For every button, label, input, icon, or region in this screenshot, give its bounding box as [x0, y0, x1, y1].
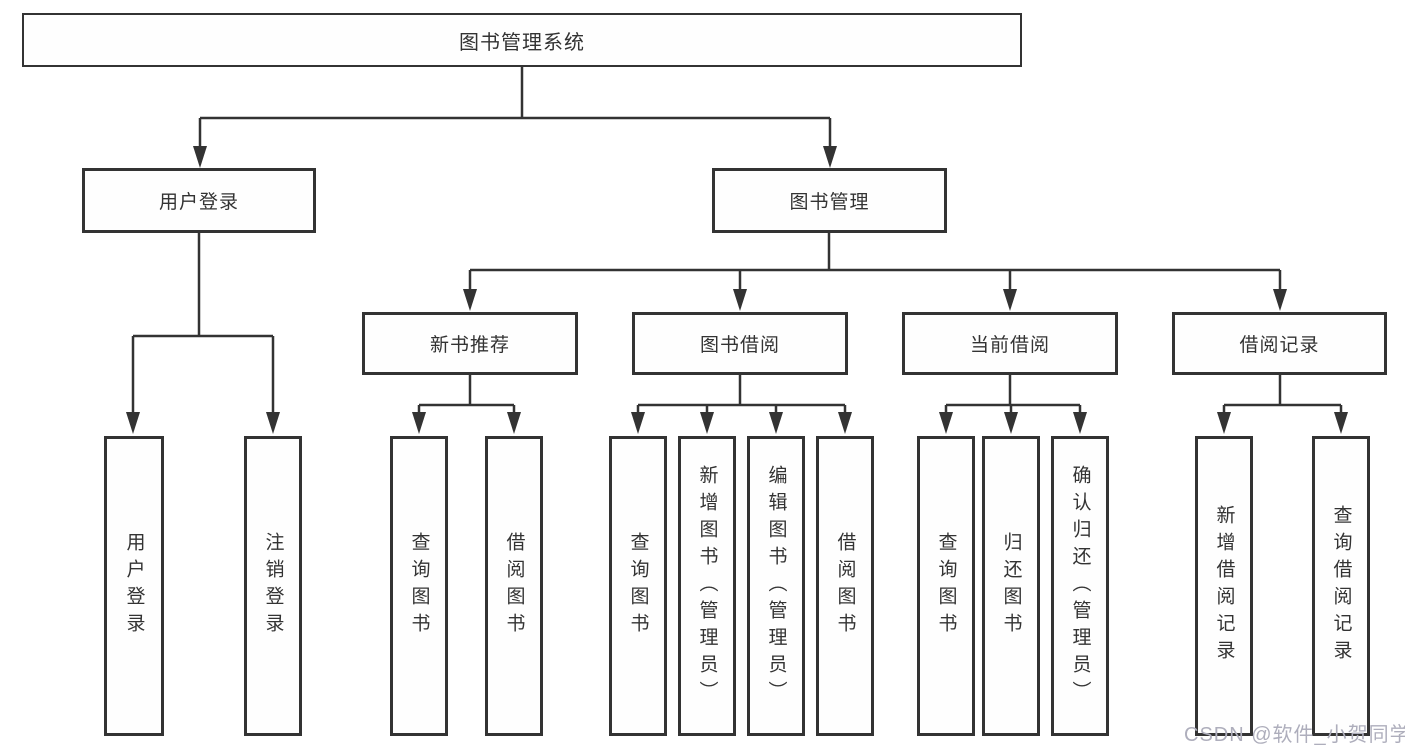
leaf-logout: 注销登录 — [244, 436, 302, 736]
node-new-book-recommendation-label: 新书推荐 — [429, 335, 510, 356]
leaf-add-books-admin: 新增图书（管理员） — [678, 436, 736, 736]
leaf-return-books-label: 归还图书 — [1000, 532, 1022, 640]
node-borrowing-records-label: 借阅记录 — [1239, 335, 1320, 356]
leaf-user-login: 用户登录 — [104, 436, 164, 736]
leaf-query-books-current-label: 查询图书 — [935, 532, 957, 640]
leaf-add-borrow-record: 新增借阅记录 — [1195, 436, 1253, 736]
node-root-system-label: 图书管理系统 — [459, 31, 585, 54]
node-new-book-recommendation: 新书推荐 — [362, 312, 578, 375]
leaf-user-login-label: 用户登录 — [123, 532, 145, 640]
leaf-edit-books-admin-label: 编辑图书（管理员） — [765, 464, 787, 708]
leaf-edit-books-admin: 编辑图书（管理员） — [747, 436, 805, 736]
node-book-management-label: 图书管理 — [789, 192, 870, 213]
leaf-return-books: 归还图书 — [982, 436, 1040, 736]
node-book-borrowing-label: 图书借阅 — [699, 335, 780, 356]
node-borrowing-records: 借阅记录 — [1172, 312, 1387, 375]
watermark-text: CSDN @软件_小贺同学 — [1184, 724, 1405, 746]
node-current-borrowing: 当前借阅 — [902, 312, 1118, 375]
node-user-login-label: 用户登录 — [158, 192, 239, 213]
leaf-query-borrow-record-label: 查询借阅记录 — [1330, 505, 1352, 667]
leaf-query-books-recommend: 查询图书 — [390, 436, 448, 736]
leaf-add-borrow-record-label: 新增借阅记录 — [1213, 505, 1235, 667]
node-current-borrowing-label: 当前借阅 — [969, 335, 1050, 356]
leaf-query-books-recommend-label: 查询图书 — [408, 532, 430, 640]
node-user-login: 用户登录 — [82, 168, 316, 233]
leaf-borrow-books-recommend-label: 借阅图书 — [503, 532, 525, 640]
leaf-query-books-current: 查询图书 — [917, 436, 975, 736]
node-book-borrowing: 图书借阅 — [632, 312, 848, 375]
leaf-borrow-books-recommend: 借阅图书 — [485, 436, 543, 736]
leaf-logout-label: 注销登录 — [262, 532, 284, 640]
leaf-query-borrow-record: 查询借阅记录 — [1312, 436, 1370, 736]
leaf-borrow-books: 借阅图书 — [816, 436, 874, 736]
leaf-query-books-borrowing: 查询图书 — [609, 436, 667, 736]
leaf-borrow-books-label: 借阅图书 — [834, 532, 856, 640]
leaf-query-books-borrowing-label: 查询图书 — [627, 532, 649, 640]
node-root-system: 图书管理系统 — [22, 13, 1022, 67]
leaf-confirm-return-admin: 确认归还（管理员） — [1051, 436, 1109, 736]
node-book-management: 图书管理 — [712, 168, 947, 233]
arrowhead-icons — [126, 146, 1348, 434]
leaf-confirm-return-admin-label: 确认归还（管理员） — [1069, 464, 1091, 708]
leaf-add-books-admin-label: 新增图书（管理员） — [696, 464, 718, 708]
